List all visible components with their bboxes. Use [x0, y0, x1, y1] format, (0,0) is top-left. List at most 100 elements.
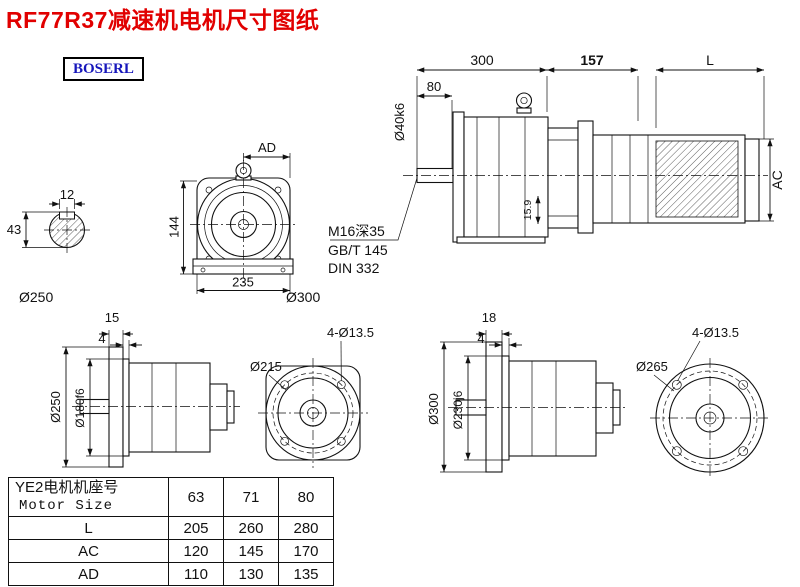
dim-key-width: 12: [60, 187, 74, 202]
view-output-side-large: 18 4 Ø300 Ø230j6: [426, 310, 626, 473]
header-motor-size-cell: YE2电机机座号 Motor Size: [8, 477, 169, 517]
free-labels: Ø250 Ø300: [19, 289, 320, 305]
page-title: RF77R37减速机电机尺寸图纸: [6, 7, 320, 33]
dim-flange-dia-300: Ø300: [426, 393, 441, 425]
size-80-cell: 80: [278, 477, 334, 517]
L-63: 205: [168, 516, 224, 540]
dim-key-height: 15.9: [522, 200, 534, 221]
note-tapped-hole: M16深35: [328, 223, 385, 239]
foot-bolt-hole: [200, 267, 206, 273]
note-gbt145: GB/T 145: [328, 242, 388, 258]
motor-flange: [577, 120, 594, 234]
AC-80: 170: [278, 539, 334, 563]
motor-bearing-lines: [611, 135, 649, 223]
dim-spigot-4: 4: [98, 331, 105, 346]
motor-core-hatch: [655, 140, 739, 218]
AD-71: 130: [223, 562, 279, 586]
dim-235: 235: [232, 275, 254, 290]
table-row-L: L 205 260 280: [8, 516, 334, 540]
leader-bolt-circle: [653, 374, 675, 392]
AD-63: 110: [168, 562, 224, 586]
AC-63: 120: [168, 539, 224, 563]
bolt-hole: [671, 379, 682, 390]
input-housing-small: [209, 383, 228, 431]
note-leader: [330, 177, 418, 241]
shaft-section-centerlines: [44, 207, 90, 253]
dim-300: 300: [470, 52, 494, 68]
dim-spigot-dia-230: Ø230j6: [451, 390, 465, 429]
row-label-AD: AD: [8, 562, 169, 586]
label-flange-300: Ø300: [286, 289, 320, 305]
dim-80: 80: [427, 79, 441, 94]
note-din332: DIN 332: [328, 260, 380, 276]
bolt-hole: [336, 436, 346, 446]
dim-AC: AC: [769, 170, 785, 189]
eyebolt-hole: [520, 96, 528, 105]
bolt-hole: [671, 446, 682, 457]
gearbox-front-flange: [452, 111, 465, 243]
dim-flange-dia-250: Ø250: [48, 391, 63, 423]
bolt-hole: [738, 379, 749, 390]
L-80: 280: [278, 516, 334, 540]
view-gearbox-front: AD 144 235: [167, 140, 297, 294]
leader-bolt-circle: [268, 374, 287, 391]
housing-lines: [151, 363, 177, 452]
label-flange-250: Ø250: [19, 289, 53, 305]
gear-housing-large: [508, 360, 597, 457]
note-bolt-holes-small: 4-Ø13.5: [327, 325, 374, 340]
note-bolt-holes-large: 4-Ø13.5: [692, 325, 739, 340]
motor-size-table: YE2电机机座号 Motor Size 63 71 80 L 205 260 2…: [8, 477, 334, 586]
dim-AD: AD: [258, 140, 276, 155]
eyebolt-base: [516, 107, 532, 114]
dim-bolt-circle-215: Ø215: [250, 359, 282, 374]
gearbox-housing: [463, 116, 549, 238]
dim-144: 144: [167, 216, 182, 238]
foot-bolt-hole: [280, 267, 286, 273]
view-assembly-side: 300 157 L 80 Ø40k6 AC 15.9 M16深35 GB/T 1…: [328, 52, 785, 276]
row-label-AC: AC: [8, 539, 169, 563]
flange-corner-hole: [274, 186, 282, 194]
motor-adapter: [547, 127, 579, 229]
dim-157: 157: [580, 52, 604, 68]
AD-80: 135: [278, 562, 334, 586]
table-row-AD: AD 110 130 135: [8, 562, 334, 586]
brand-logo: BOSERL: [63, 57, 144, 81]
L-71: 260: [223, 516, 279, 540]
dim-bolt-circle-265: Ø265: [636, 359, 668, 374]
table-row-AC: AC 120 145 170: [8, 539, 334, 563]
eyebolt-ring: [515, 92, 533, 109]
header-motor-size-cn: YE2电机机座号: [15, 479, 119, 496]
table-header-row: YE2电机机座号 Motor Size 63 71 80: [8, 477, 334, 517]
dim-height-over-key: 43: [7, 222, 21, 237]
bolt-hole: [738, 446, 749, 457]
gear-housing-small: [128, 362, 211, 453]
housing-lines: [531, 361, 557, 456]
size-63-cell: 63: [168, 477, 224, 517]
flange-corner-hole: [205, 186, 213, 194]
output-flange-small: [108, 346, 124, 468]
view-output-flange-small: 4-Ø13.5 Ø215: [250, 325, 374, 468]
dim-shaft-dia: Ø40k6: [392, 103, 407, 141]
centerlines: [258, 358, 368, 468]
view-shaft-cross-section: 12 43: [7, 187, 90, 253]
gearbox-foot: [456, 236, 546, 244]
mounting-feet: [192, 258, 294, 275]
leader-bolt-holes: [677, 340, 701, 382]
view-output-side-small: 15 4 Ø250 Ø180f6: [48, 310, 240, 468]
view-output-flange-large: 4-Ø13.5 Ø265: [636, 325, 770, 478]
dim-spigot-4: 4: [477, 331, 484, 346]
spigot-small: [122, 358, 130, 457]
motor-fan-cover: [744, 138, 760, 222]
dim-flange-thickness-18: 18: [482, 310, 496, 325]
output-flange-large: [485, 341, 503, 473]
size-71-cell: 71: [223, 477, 279, 517]
centerlines: [650, 358, 770, 478]
front-view-centerlines: [190, 160, 297, 285]
dim-flange-thickness-15: 15: [105, 310, 119, 325]
bolt-hole: [280, 436, 290, 446]
dim-spigot-dia-180: Ø180f6: [73, 388, 87, 428]
gearbox-internal-lines: [476, 117, 526, 237]
row-label-L: L: [8, 516, 169, 540]
dim-L: L: [706, 52, 714, 68]
